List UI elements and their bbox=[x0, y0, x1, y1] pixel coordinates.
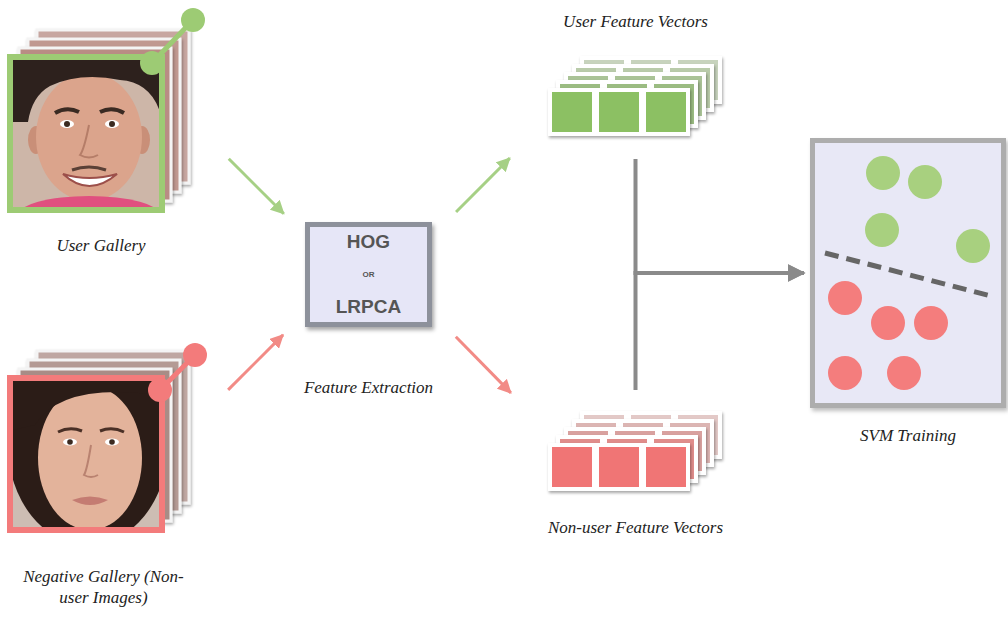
step-caption: SVM Training bbox=[860, 425, 956, 446]
feature-extraction-box: HOGORLRPCAFeature Extraction bbox=[305, 222, 432, 327]
photo-frame bbox=[10, 57, 162, 210]
photo-frame bbox=[10, 378, 162, 530]
flow-arrow bbox=[636, 159, 805, 273]
vector-heading: User Feature Vectors bbox=[563, 11, 708, 32]
user-gallery: User Gallery bbox=[10, 20, 192, 212]
non-user-face bbox=[13, 381, 159, 527]
svm-plot bbox=[810, 138, 1006, 408]
svm-training-plot: SVM Training bbox=[810, 138, 1006, 408]
stack-dot bbox=[140, 51, 164, 75]
flow-arrow bbox=[636, 273, 805, 390]
non-user-vector-stack: Non-user Feature Vectors bbox=[548, 412, 723, 494]
method-name: HOG bbox=[347, 231, 390, 253]
flow-arrow bbox=[228, 335, 283, 390]
stack-dot bbox=[181, 8, 205, 32]
non-user-sample bbox=[914, 306, 948, 340]
non-user-sample bbox=[871, 306, 905, 340]
stack-dot bbox=[183, 343, 207, 367]
vector-row bbox=[550, 90, 688, 134]
text-stack: HOG OR LRPCA bbox=[310, 227, 427, 322]
user-sample bbox=[956, 229, 990, 263]
non-user-sample bbox=[828, 356, 862, 390]
user-photo-stack bbox=[10, 8, 205, 236]
user-sample bbox=[866, 156, 900, 190]
vector-caption: Non-user Feature Vectors bbox=[548, 517, 723, 538]
gallery-caption: Negative Gallery (Non-user Images) bbox=[14, 566, 194, 608]
non-user-sample bbox=[887, 356, 921, 390]
non-user-vector-stack bbox=[550, 413, 720, 489]
stack-dot bbox=[148, 378, 172, 402]
step-caption: Feature Extraction bbox=[304, 377, 433, 398]
gallery-caption: User Gallery bbox=[56, 235, 145, 256]
vector-row bbox=[550, 445, 688, 489]
flow-arrow bbox=[456, 337, 511, 393]
flow-arrow bbox=[229, 159, 284, 214]
non-user-sample bbox=[828, 281, 862, 315]
user-vector-stack bbox=[550, 58, 720, 134]
user-face bbox=[13, 60, 159, 207]
negative-gallery: Negative Gallery (Non-user Images) bbox=[10, 343, 197, 533]
negative-photo-stack bbox=[8, 343, 207, 545]
plot-ground bbox=[810, 138, 1006, 408]
user-vector-stack: User Feature Vectors bbox=[548, 57, 723, 137]
method-name: LRPCA bbox=[336, 296, 401, 318]
method-separator: OR bbox=[363, 270, 375, 280]
user-sample bbox=[908, 165, 942, 199]
user-sample bbox=[865, 213, 899, 247]
flow-arrow bbox=[456, 158, 510, 212]
